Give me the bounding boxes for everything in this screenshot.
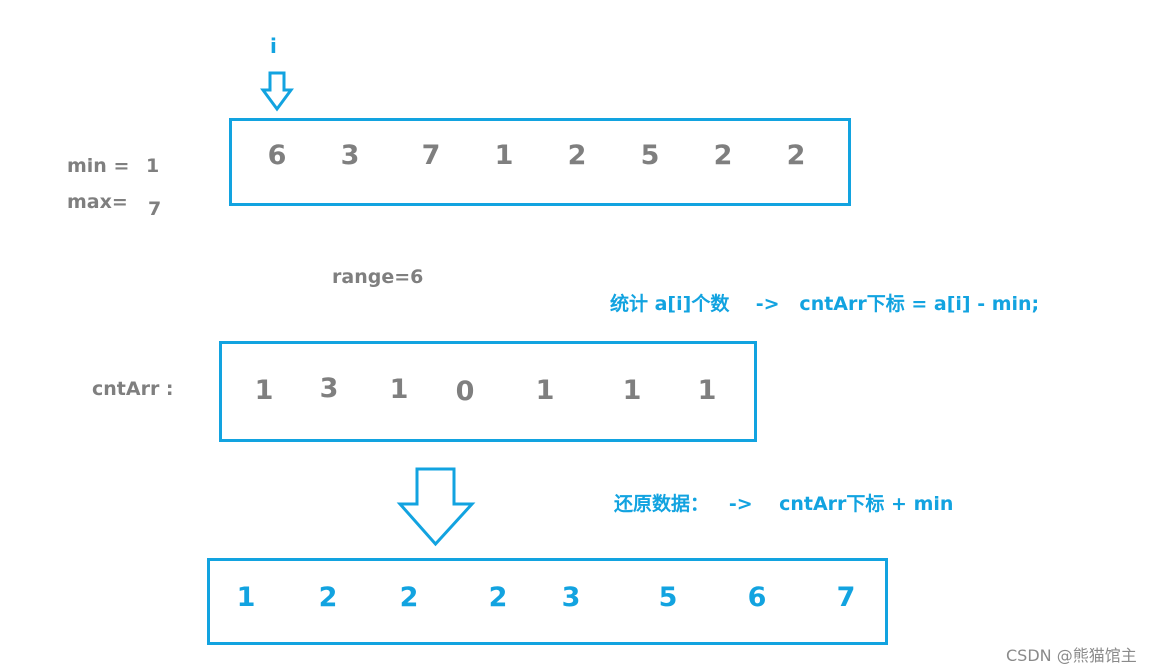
min-label: min = — [67, 155, 130, 177]
output-array-cell: 2 — [488, 582, 508, 613]
min-value: 1 — [146, 155, 160, 177]
input-array-cell: 2 — [786, 140, 806, 171]
pointer-arrow-icon — [260, 71, 294, 112]
output-array-cell: 1 — [236, 582, 256, 613]
range-label: range=6 — [332, 266, 424, 288]
max-value: 7 — [148, 198, 162, 220]
output-array-box — [207, 558, 888, 645]
cnt-array-cell: 1 — [254, 375, 274, 406]
cnt-array-cell: 3 — [319, 373, 339, 404]
input-array-cell: 1 — [494, 140, 514, 171]
output-array-cell: 7 — [836, 582, 856, 613]
cnt-array-cell: 1 — [389, 374, 409, 405]
input-array-cell: 7 — [421, 140, 441, 171]
restore-note: 还原数据： -> cntArr下标 + min — [614, 493, 954, 515]
pointer-label: i — [270, 34, 277, 58]
input-array-cell: 6 — [267, 140, 287, 171]
cnt-array-cell: 1 — [535, 375, 555, 406]
cnt-array-cell: 0 — [455, 376, 475, 407]
input-array-box — [229, 118, 851, 206]
cnt-array-cell: 1 — [697, 375, 717, 406]
output-array-cell: 6 — [747, 582, 767, 613]
input-array-cell: 5 — [640, 140, 660, 171]
cnt-array-label: cntArr : — [92, 378, 174, 400]
count-note: 统计 a[i]个数 -> cntArr下标 = a[i] - min; — [610, 293, 1040, 315]
output-array-cell: 2 — [399, 582, 419, 613]
restore-arrow-icon — [396, 467, 476, 547]
input-array-cell: 2 — [567, 140, 587, 171]
output-array-cell: 2 — [318, 582, 338, 613]
cnt-array-box — [219, 341, 757, 442]
input-array-cell: 2 — [713, 140, 733, 171]
max-label: max= — [67, 191, 128, 213]
output-array-cell: 5 — [658, 582, 678, 613]
cnt-array-cell: 1 — [622, 375, 642, 406]
watermark: CSDN @熊猫馆主 — [1006, 646, 1137, 665]
output-array-cell: 3 — [561, 582, 581, 613]
input-array-cell: 3 — [340, 140, 360, 171]
